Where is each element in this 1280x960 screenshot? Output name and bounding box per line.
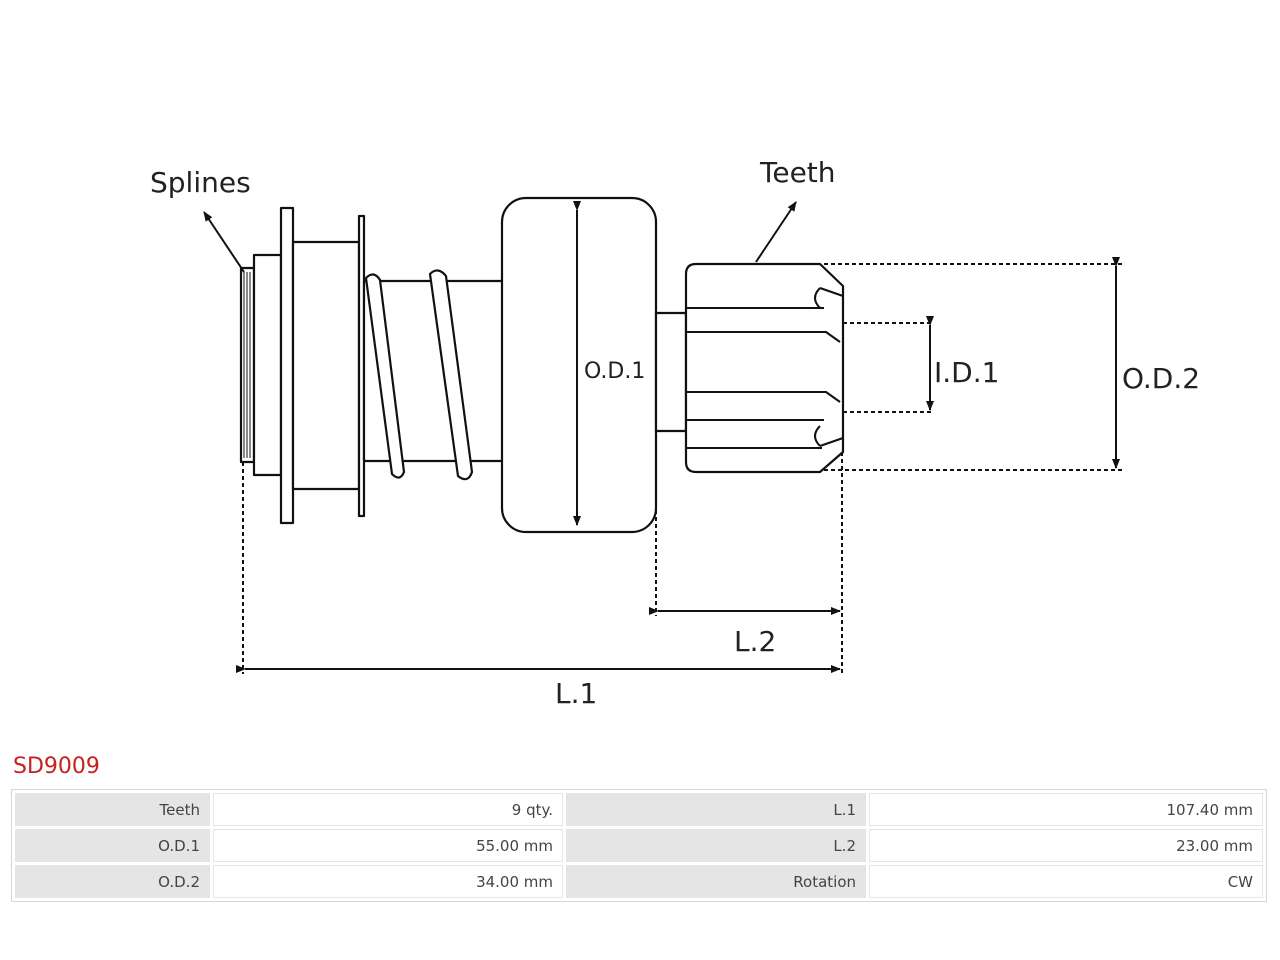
- od1-label: O.D.1: [584, 359, 645, 384]
- od2-label: O.D.2: [1122, 362, 1200, 395]
- teeth-label: Teeth: [759, 156, 836, 189]
- spec-value: 55.00 mm: [213, 829, 563, 862]
- dimension-lines: [203, 201, 1122, 674]
- spec-key: Teeth: [15, 793, 210, 826]
- collar: [252, 253, 283, 477]
- spec-key: O.D.2: [15, 865, 210, 898]
- spec-value: 23.00 mm: [869, 829, 1263, 862]
- pinion-gear: [684, 262, 845, 474]
- table-row: O.D.2 34.00 mm Rotation CW: [15, 865, 1263, 898]
- id1-label: I.D.1: [934, 356, 999, 389]
- specs-table: Teeth 9 qty. L.1 107.40 mm O.D.1 55.00 m…: [11, 789, 1267, 902]
- spec-value: 107.40 mm: [869, 793, 1263, 826]
- pinion-shaft: [654, 311, 688, 433]
- clutch-housing: [291, 240, 361, 491]
- spec-key: L.1: [566, 793, 866, 826]
- part-code: SD9009: [13, 754, 100, 779]
- splines-label: Splines: [150, 166, 251, 199]
- spec-key: L.2: [566, 829, 866, 862]
- flange-left: [279, 206, 295, 525]
- l2-label: L.2: [734, 625, 776, 658]
- splines-leader: [203, 211, 245, 273]
- spec-key: Rotation: [566, 865, 866, 898]
- spec-value: 34.00 mm: [213, 865, 563, 898]
- spec-value: 9 qty.: [213, 793, 563, 826]
- spring-coils: [364, 269, 474, 481]
- spec-key: O.D.1: [15, 829, 210, 862]
- spec-value: CW: [869, 865, 1263, 898]
- drive-body: [239, 196, 845, 534]
- table-row: Teeth 9 qty. L.1 107.40 mm: [15, 793, 1263, 826]
- spline-ridges: [243, 272, 251, 458]
- l1-label: L.1: [555, 677, 597, 710]
- starter-drive-diagram: Splines Teeth O.D.1 I.D.1 O.D.2 L.2 L.1: [150, 156, 1200, 710]
- teeth-leader: [755, 201, 797, 263]
- table-row: O.D.1 55.00 mm L.2 23.00 mm: [15, 829, 1263, 862]
- pinion-teeth: [686, 287, 844, 449]
